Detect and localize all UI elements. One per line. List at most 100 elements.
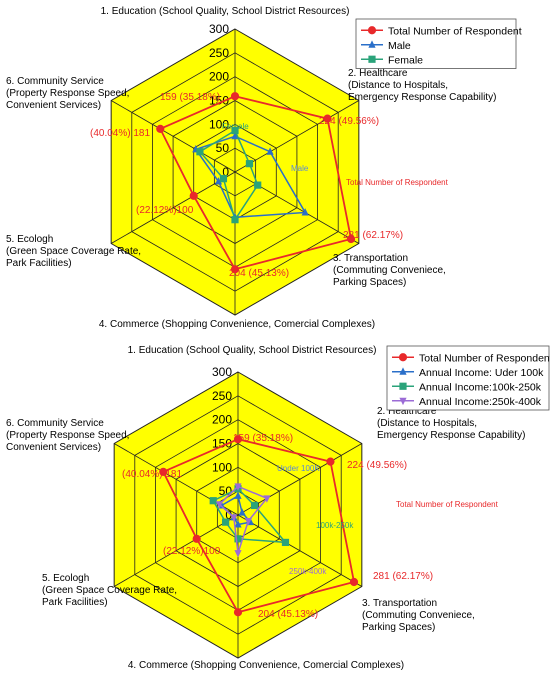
data-point bbox=[266, 147, 274, 155]
axis-label-line: (Property Response Speed, bbox=[6, 430, 129, 441]
data-point bbox=[230, 265, 240, 274]
radial-tick-label: 200 bbox=[212, 413, 232, 427]
legend-label: Annual Income:100k-250k bbox=[419, 381, 542, 393]
data-label: (40.04%) 181 bbox=[90, 128, 150, 139]
axis-label-line: Emergency Response Capability) bbox=[348, 92, 496, 103]
data-point bbox=[230, 514, 238, 522]
data-point bbox=[219, 175, 228, 183]
data-point bbox=[159, 467, 168, 476]
data-point bbox=[244, 517, 252, 526]
data-point bbox=[234, 483, 242, 491]
axis-label-line: Park Facilities) bbox=[6, 258, 72, 269]
data-point bbox=[156, 124, 165, 133]
axis-label-line: (Distance to Hospitals, bbox=[348, 80, 448, 91]
annotation: 250k-400k bbox=[289, 567, 327, 576]
axis-label: 1. Education (School Quality, School Dis… bbox=[128, 345, 377, 356]
legend-marker bbox=[399, 367, 407, 375]
radial-tick-label: 200 bbox=[209, 70, 229, 84]
axis-label-line: 2. Healthcare bbox=[348, 68, 408, 79]
legend-marker bbox=[399, 382, 407, 390]
annotation: Under 100K bbox=[277, 464, 320, 473]
data-point bbox=[238, 508, 246, 516]
axis-label-line: 2. Healthcare bbox=[377, 406, 437, 417]
data-point bbox=[326, 457, 335, 466]
legend-label: Annual Income: Uder 100k bbox=[419, 367, 544, 379]
data-point bbox=[301, 208, 309, 216]
data-label: 281 (62.17%) bbox=[373, 571, 433, 582]
data-point bbox=[234, 520, 242, 528]
radial-tick-label: 50 bbox=[216, 141, 230, 155]
data-point bbox=[346, 234, 356, 244]
data-point bbox=[215, 501, 224, 509]
axis-label-line: Park Facilities) bbox=[42, 597, 108, 608]
axis-label: 2. Healthcare(Distance to Hospitals,Emer… bbox=[348, 68, 496, 103]
data-point bbox=[250, 501, 259, 510]
radial-tick-label: 50 bbox=[219, 484, 233, 498]
data-label: 281 (62.17%) bbox=[343, 230, 403, 241]
annotation: Total Number of Respondent bbox=[346, 178, 449, 187]
legend-marker bbox=[398, 353, 408, 362]
annotation: Female bbox=[222, 122, 249, 131]
data-label: 224 (49.56%) bbox=[319, 116, 379, 127]
axis-label-line: (Green Space Coverage Rate, bbox=[6, 246, 141, 257]
data-point bbox=[196, 148, 204, 156]
axis-spoke bbox=[234, 100, 360, 173]
axis-label: 1. Education (School Quality, School Dis… bbox=[101, 6, 350, 17]
axis-label-line: 4. Commerce (Shopping Convenience, Comer… bbox=[99, 319, 375, 330]
data-label: 204 (45.13%) bbox=[258, 609, 318, 620]
data-label: 159 (35.18%) bbox=[160, 92, 220, 103]
legend-box bbox=[355, 18, 517, 69]
data-label: (22.12%)100 bbox=[136, 205, 194, 216]
axis-label: 3. Transportation(Commuting Conveniece,P… bbox=[362, 598, 475, 633]
data-point bbox=[189, 191, 198, 200]
axis-label-line: (Commuting Conveniece, bbox=[333, 265, 446, 276]
legend-marker bbox=[368, 55, 376, 63]
data-point bbox=[222, 518, 230, 526]
radial-tick-label: 100 bbox=[212, 460, 232, 474]
axis-label-line: Convenient Services) bbox=[6, 442, 101, 453]
legend-label: Annual Income:250k-400k bbox=[419, 396, 542, 408]
axis-label-line: 1. Education (School Quality, School Dis… bbox=[101, 6, 350, 17]
legend-label: Total Number of Respondent bbox=[388, 25, 522, 37]
radial-tick-label: 300 bbox=[212, 365, 232, 379]
radial-tick-label: 100 bbox=[209, 117, 229, 131]
annotation: 100k-250k bbox=[316, 521, 354, 530]
axis-label-line: (Commuting Conveniece, bbox=[362, 610, 475, 621]
data-label: 159 (35.18%) bbox=[233, 433, 293, 444]
legend-marker bbox=[367, 26, 377, 35]
data-point bbox=[209, 497, 217, 505]
legend-label: Total Number of Respondent bbox=[419, 352, 550, 364]
data-point bbox=[192, 534, 201, 543]
axis-label-line: 5. Ecologh bbox=[42, 573, 89, 584]
data-point bbox=[231, 131, 239, 140]
legend-label: Female bbox=[388, 54, 423, 66]
legend-marker bbox=[399, 397, 407, 406]
data-point bbox=[231, 126, 239, 135]
data-point bbox=[323, 114, 332, 123]
axis-spoke bbox=[110, 100, 236, 173]
data-point bbox=[233, 608, 243, 617]
data-point bbox=[281, 538, 290, 547]
data-label: (22.12%)100 bbox=[163, 546, 221, 557]
axis-label-line: 3. Transportation bbox=[333, 253, 408, 264]
legend-marker bbox=[368, 40, 376, 48]
radial-tick-label: 250 bbox=[209, 46, 229, 60]
radial-tick-label: 0 bbox=[225, 508, 232, 522]
data-point bbox=[263, 495, 271, 503]
data-point bbox=[214, 177, 223, 185]
axis-spoke bbox=[110, 171, 236, 244]
axis-label-line: 5. Ecologh bbox=[6, 234, 53, 245]
axis-label-line: (Distance to Hospitals, bbox=[377, 418, 477, 429]
annotation: Total Number of Respondent bbox=[396, 500, 499, 509]
data-point bbox=[234, 535, 242, 543]
axis-label: 4. Commerce (Shopping Convenience, Comer… bbox=[128, 660, 404, 671]
radial-tick-label: 300 bbox=[209, 22, 229, 36]
axis-spoke bbox=[237, 443, 363, 516]
data-point bbox=[245, 160, 254, 168]
axis-label-line: Parking Spaces) bbox=[362, 622, 435, 633]
